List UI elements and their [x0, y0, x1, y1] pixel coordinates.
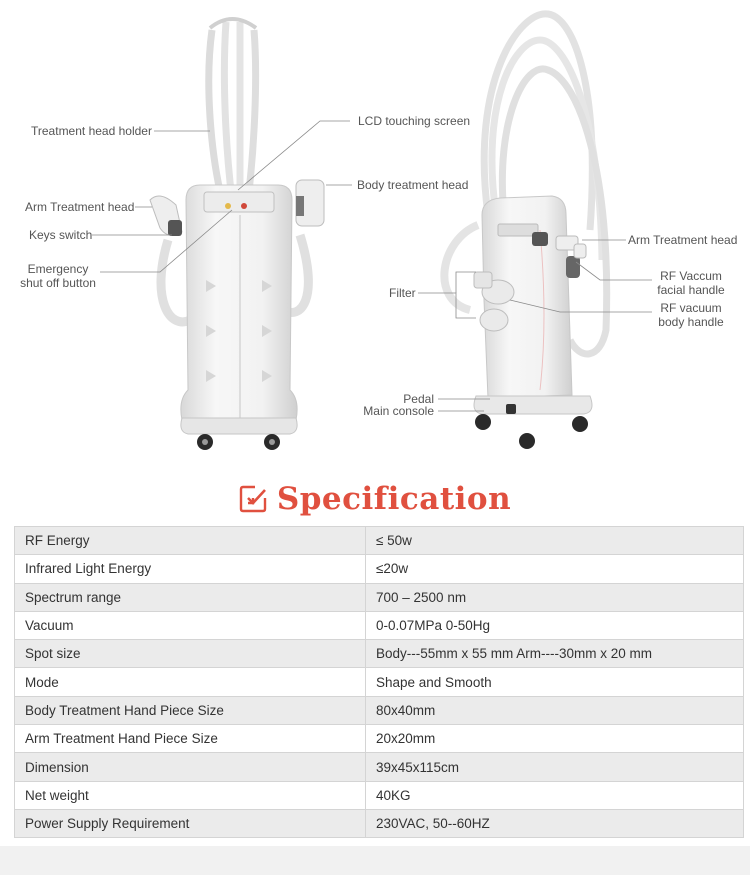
callout-rf-vaccum-line1: RF Vaccum	[660, 269, 722, 283]
machine-illustration	[92, 10, 652, 450]
spec-value: 80x40mm	[365, 695, 744, 726]
callout-keys-switch: Keys switch	[29, 228, 93, 242]
spec-label: RF Energy	[14, 525, 366, 556]
callout-treatment-head-holder: Treatment head holder	[31, 124, 152, 138]
callout-pedal: Pedal	[403, 392, 434, 406]
spec-label: Infrared Light Energy	[14, 554, 366, 584]
spec-label: Dimension	[14, 752, 366, 782]
callout-rf-vacuum-line1: RF vacuum	[660, 301, 722, 315]
edit-check-icon	[239, 485, 267, 513]
spec-value: 40KG	[365, 780, 744, 810]
callout-emergency: Emergency shut off button	[18, 262, 98, 290]
bottom-band	[0, 846, 750, 875]
spec-value: ≤ 50w	[365, 525, 744, 556]
spec-label: Mode	[14, 667, 366, 697]
spec-value: Shape and Smooth	[365, 667, 744, 697]
spec-value: 230VAC, 50--60HZ	[365, 808, 744, 839]
spec-label: Arm Treatment Hand Piece Size	[14, 724, 366, 754]
left-leader-lines	[92, 120, 352, 273]
specification-heading: Specification	[0, 476, 750, 522]
left-machine	[149, 17, 325, 450]
spec-label: Body Treatment Hand Piece Size	[14, 695, 366, 726]
callout-rf-vacuum-line2: body handle	[658, 315, 724, 329]
table-row: RF Energy≤ 50w	[14, 525, 744, 556]
product-figure: Treatment head holder LCD touching scree…	[18, 10, 738, 450]
callout-rf-vaccum-line2: facial handle	[657, 283, 725, 297]
callout-filter: Filter	[389, 286, 416, 300]
spec-value: 0-0.07MPa 0-50Hg	[365, 610, 744, 641]
spec-value: 20x20mm	[365, 724, 744, 754]
callout-main-console: Main console	[363, 404, 434, 418]
spec-value: Body---55mm x 55 mm Arm----30mm x 20 mm	[365, 639, 744, 669]
spec-value: 39x45x115cm	[365, 752, 744, 782]
spec-label: Net weight	[14, 780, 366, 810]
callout-rf-vacuum: RF vacuum body handle	[650, 301, 732, 329]
spec-label: Vacuum	[14, 610, 366, 641]
specification-title: Specification	[276, 481, 512, 517]
callout-emergency-line2: shut off button	[20, 276, 96, 290]
callout-arm-treatment-head-right: Arm Treatment head	[628, 233, 738, 247]
spec-label: Spot size	[14, 639, 366, 669]
spec-label: Spectrum range	[14, 582, 366, 612]
callout-emergency-line1: Emergency	[27, 262, 89, 276]
spec-label: Power Supply Requirement	[14, 808, 366, 839]
callout-lcd-touching-screen: LCD touching screen	[358, 114, 471, 128]
spec-value: ≤20w	[365, 554, 744, 584]
callout-rf-vaccum: RF Vaccum facial handle	[650, 269, 732, 297]
callout-body-treatment-head: Body treatment head	[357, 178, 469, 192]
callout-arm-treatment-head-left: Arm Treatment head	[25, 200, 135, 214]
right-leader-lines	[418, 239, 652, 412]
spec-value: 700 – 2500 nm	[365, 582, 744, 612]
right-machine	[440, 10, 611, 449]
table-row: Infrared Light Energy≤20w	[14, 554, 744, 584]
